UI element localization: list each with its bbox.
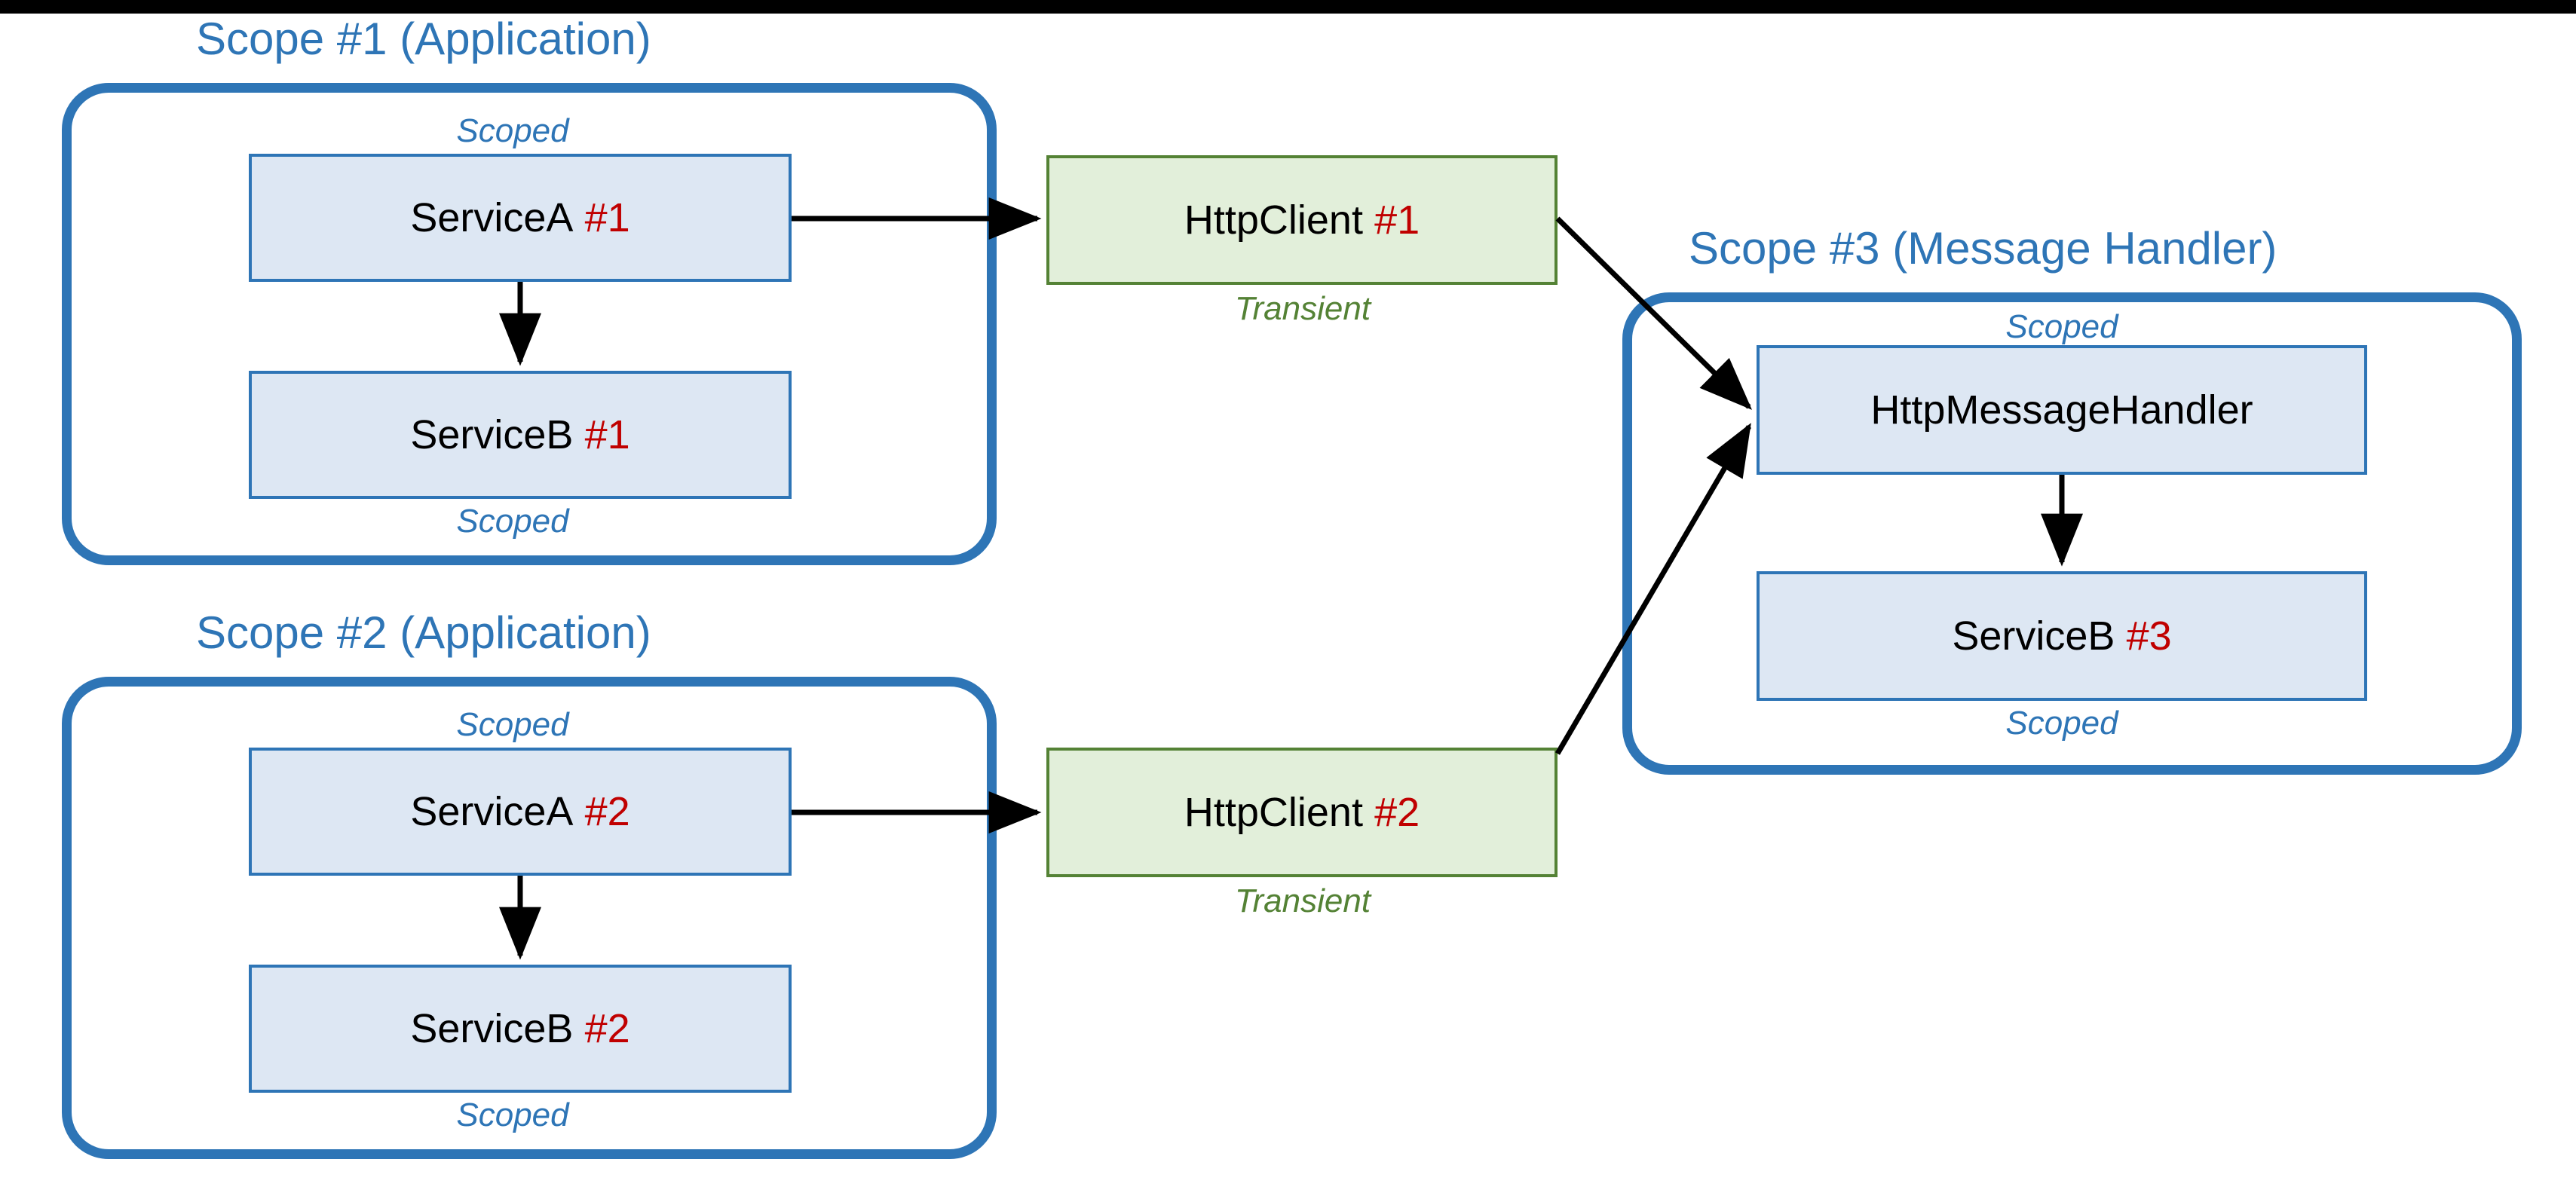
httpclient1-lifetime-label: Transient — [1234, 290, 1371, 327]
scope-2-title: Scope #2 (Application) — [196, 607, 651, 658]
top-black-bar — [0, 0, 2576, 14]
scope-1-title: Scope #1 (Application) — [196, 14, 651, 64]
node-serviceB-2[interactable]: ServiceB#2 — [249, 965, 792, 1093]
node-serviceA-1-index: #1 — [584, 195, 630, 240]
node-serviceA-2[interactable]: ServiceA#2 — [249, 748, 792, 876]
node-httpclient-2-index: #2 — [1374, 790, 1420, 835]
serviceA1-lifetime-label: Scoped — [456, 112, 569, 149]
serviceB3-lifetime-label: Scoped — [2005, 705, 2118, 742]
node-serviceB-1[interactable]: ServiceB#1 — [249, 371, 792, 499]
node-serviceB-1-name: ServiceB — [410, 412, 574, 457]
node-serviceB-2-index: #2 — [584, 1006, 630, 1051]
node-serviceB-1-index: #1 — [584, 412, 630, 457]
node-httpclient-1[interactable]: HttpClient#1 — [1046, 155, 1558, 285]
node-httpclient-1-index: #1 — [1374, 197, 1420, 243]
httpclient2-lifetime-label: Transient — [1234, 882, 1371, 919]
node-serviceA-1-name: ServiceA — [410, 195, 574, 240]
node-serviceA-2-index: #2 — [584, 789, 630, 834]
node-serviceA-2-name: ServiceA — [410, 789, 574, 834]
node-httpmessagehandler-name: HttpMessageHandler — [1870, 387, 2253, 433]
node-httpclient-2-name: HttpClient — [1184, 790, 1363, 835]
node-serviceB-3-index: #3 — [2126, 613, 2172, 659]
scope-3-title: Scope #3 (Message Handler) — [1689, 223, 2277, 274]
node-serviceB-3-name: ServiceB — [1952, 613, 2115, 659]
serviceA2-lifetime-label: Scoped — [456, 706, 569, 743]
serviceB2-lifetime-label: Scoped — [456, 1096, 569, 1133]
node-httpclient-2[interactable]: HttpClient#2 — [1046, 748, 1558, 877]
httpmessagehandler-lifetime-label: Scoped — [2005, 308, 2118, 345]
serviceB1-lifetime-label: Scoped — [456, 503, 569, 540]
node-serviceB-2-name: ServiceB — [410, 1006, 574, 1051]
scope-2-container — [62, 677, 997, 1159]
node-serviceB-3[interactable]: ServiceB#3 — [1757, 571, 2367, 701]
node-serviceA-1[interactable]: ServiceA#1 — [249, 154, 792, 282]
node-httpclient-1-name: HttpClient — [1184, 197, 1363, 243]
node-httpmessagehandler[interactable]: HttpMessageHandler — [1757, 345, 2367, 475]
